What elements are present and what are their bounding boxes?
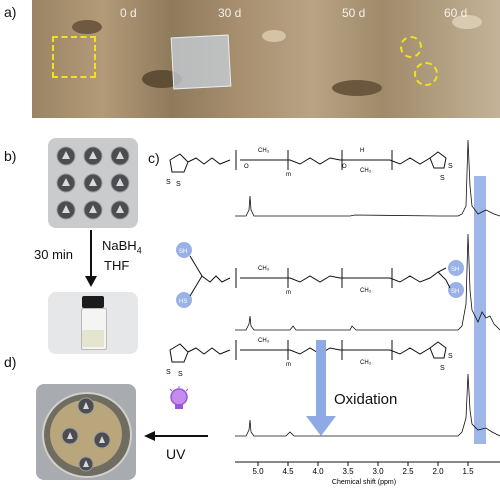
day-label-50: 50 d — [342, 6, 366, 20]
fragment-marker-60d — [400, 36, 422, 58]
struct3-ch3-b: CH₃ — [360, 360, 372, 366]
reagent-subscript: 4 — [136, 245, 142, 256]
uv-arrow — [144, 431, 208, 441]
panel-label-d: d) — [4, 354, 17, 370]
struct2-ch3-a: CH₃ — [258, 266, 270, 272]
oxidation-arrow-head — [306, 416, 336, 436]
x-tick-label: 1.5 — [462, 467, 474, 476]
disk-array — [56, 146, 130, 220]
x-tick-label: 2.5 — [402, 467, 414, 476]
polymer-film — [170, 34, 232, 90]
soil-clump — [262, 30, 286, 42]
struct3-s-right: S — [440, 365, 445, 372]
thiol-label-4: SH — [451, 289, 459, 295]
structure-1 — [169, 150, 447, 173]
x-tick-label: 2.0 — [432, 467, 444, 476]
soil-clump — [332, 80, 382, 96]
struct1-ch3-a: CH₃ — [258, 148, 270, 154]
soil-degradation-photo: 0 d 30 d 50 d 60 d — [32, 0, 500, 118]
reagent-label: NaBH4 — [102, 238, 142, 256]
struct2-ch3-b: CH₃ — [360, 288, 372, 294]
soil-clump — [72, 20, 102, 34]
thiol-highlight — [448, 282, 464, 298]
x-tick-label: 3.5 — [342, 467, 354, 476]
x-axis-ticks: 5.0 4.5 4.0 3.5 3.0 2.5 2.0 1.5 — [252, 462, 474, 476]
film-marker-0d — [52, 36, 96, 78]
reaction-time: 30 min — [34, 247, 74, 262]
struct2-m: m — [286, 290, 291, 296]
spectrum-2 — [235, 233, 500, 331]
struct3-s-left2: S — [178, 371, 183, 378]
panel-label-b: b) — [4, 148, 17, 164]
thiol-label-2: HS — [179, 299, 187, 305]
struct1-s-left2: S — [176, 181, 181, 188]
reaction-arrow — [85, 230, 97, 287]
struct3-m: m — [286, 362, 291, 368]
struct1-s-right2: S — [448, 163, 453, 170]
embedded-disks — [61, 397, 111, 472]
vial-cap — [82, 296, 104, 308]
x-tick-label: 4.5 — [282, 467, 294, 476]
thiol-highlight — [176, 292, 192, 308]
struct1-h-b: H — [360, 148, 364, 154]
spectrum-3 — [235, 373, 500, 437]
struct3-s-left: S — [166, 369, 171, 376]
struct3-ch3-a: CH₃ — [258, 338, 270, 344]
oxidation-label: Oxidation — [334, 391, 397, 408]
thiol-highlight — [448, 260, 464, 276]
spectrum-1 — [235, 139, 500, 217]
uv-lamp-icon — [169, 386, 189, 409]
struct1-ch3-b: CH₃ — [360, 168, 372, 174]
solvent-label: THF — [104, 258, 130, 273]
uv-cured-film-photo — [36, 384, 136, 480]
day-label-30: 30 d — [218, 6, 242, 20]
struct1-s-right: S — [440, 175, 445, 182]
nmr-figure: S S S S CH₃ H O m O CH₃ SH HS SH SH CH₃ … — [166, 139, 500, 486]
fragment-marker-60d — [414, 62, 438, 86]
x-tick-label: 4.0 — [312, 467, 324, 476]
x-axis-label: Chemical shift (ppm) — [332, 479, 396, 486]
day-label-0: 0 d — [120, 6, 137, 20]
uv-label: UV — [166, 446, 186, 462]
structure-2 — [189, 255, 451, 297]
day-label-60: 60 d — [444, 6, 468, 20]
structure-3 — [169, 340, 447, 363]
struct1-s-left: S — [166, 179, 171, 186]
struct1-m: m — [286, 172, 291, 178]
reagent-name: NaBH — [102, 238, 137, 253]
vial-solution — [82, 330, 104, 347]
polymer-disks-photo — [48, 138, 138, 228]
x-tick-label: 5.0 — [252, 467, 264, 476]
panel-label-a: a) — [4, 4, 17, 20]
oxidation-arrow-shaft — [316, 340, 326, 420]
struct1-o-b: O — [342, 164, 347, 170]
x-tick-label: 3.0 — [372, 467, 384, 476]
thiol-label-1: SH — [179, 249, 187, 255]
panel-label-c: c) — [148, 150, 160, 166]
vial-photo — [48, 292, 138, 354]
highlight-band — [474, 176, 486, 444]
struct1-o-a: O — [244, 164, 249, 170]
thiol-label-3: SH — [451, 267, 459, 273]
struct3-s-right2: S — [448, 353, 453, 360]
soil-clump — [452, 15, 482, 29]
thiol-highlight — [176, 242, 192, 258]
